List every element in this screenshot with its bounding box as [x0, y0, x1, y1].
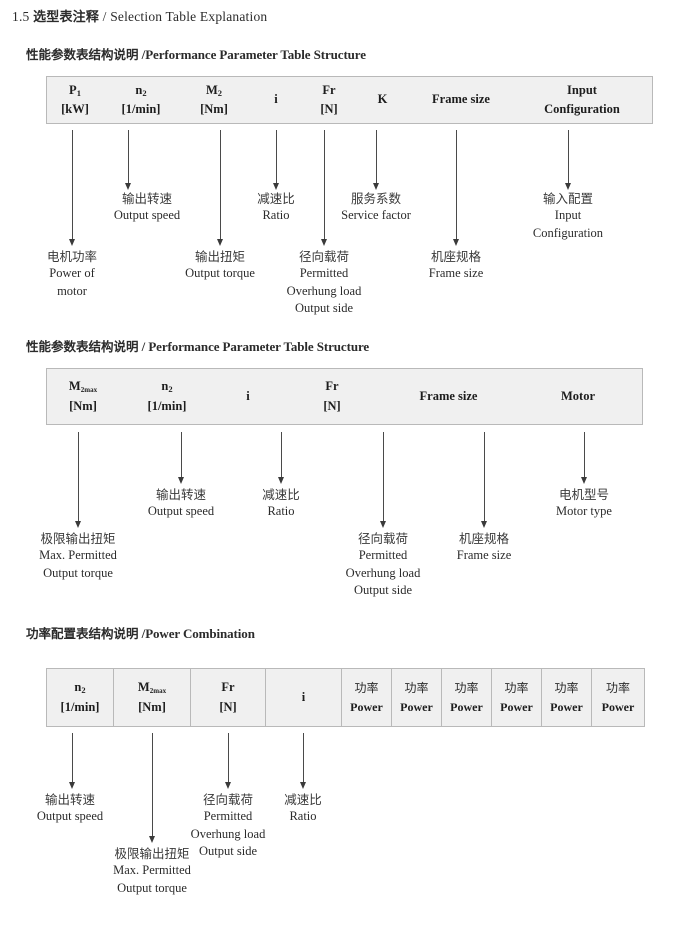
- table2-col-fr: Fr [N]: [323, 379, 341, 413]
- table1-col-frame-size: Frame size: [432, 92, 490, 107]
- annotation-ratio: 减速比 Ratio: [257, 191, 295, 223]
- table3-col-power-2: 功率 Power: [392, 669, 442, 726]
- section-2-heading-sep: /: [138, 339, 149, 354]
- table3-col-i: i: [266, 669, 342, 726]
- page-title-number: 1.5: [12, 9, 30, 24]
- arrow-down-icon: [277, 432, 286, 484]
- table3-col-power-1: 功率 Power: [342, 669, 392, 726]
- annotation-frame-size: 机座规格 Frame size: [428, 249, 484, 281]
- annotation-output-speed: 输出转速 Output speed: [147, 487, 215, 519]
- annotation-motor-type: 电机型号 Motor type: [556, 487, 612, 519]
- table1-col-n2: n2 [1/min]: [121, 82, 161, 116]
- table3-col-m2max: M2max [Nm]: [114, 669, 191, 726]
- table3-col-power-5: 功率 Power: [542, 669, 592, 726]
- performance-parameter-table-2: M2max [Nm] n2 [1/min] i Fr [N] Frame siz…: [46, 368, 643, 425]
- arrow-down-icon: [148, 733, 157, 843]
- table2-col-m2max: M2max [Nm]: [68, 379, 98, 413]
- table3-col-power-3: 功率 Power: [442, 669, 492, 726]
- arrow-down-icon: [224, 733, 233, 789]
- arrow-down-icon: [320, 130, 329, 246]
- annotation-max-permitted-output-torque: 极限输出扭矩 Max. Permitted Output torque: [113, 846, 191, 895]
- table1-col-i: i: [274, 92, 278, 107]
- section-1-heading-en: Performance Parameter Table Structure: [145, 47, 366, 62]
- arrow-down-icon: [216, 130, 225, 246]
- table2-col-i: i: [246, 388, 250, 403]
- annotation-output-speed: 输出转速 Output speed: [36, 792, 104, 824]
- table2-col-n2: n2 [1/min]: [147, 379, 187, 413]
- page-title-en: Selection Table Explanation: [110, 9, 268, 24]
- annotation-input-configuration: 输入配置 Input Configuration: [532, 191, 604, 240]
- table2-col-motor: Motor: [560, 388, 595, 403]
- arrow-down-icon: [124, 130, 133, 190]
- arrow-down-icon: [74, 432, 83, 528]
- section-2-heading-en: Performance Parameter Table Structure: [148, 339, 370, 354]
- table3-col-n2: n2 [1/min]: [47, 669, 114, 726]
- table1-col-k: K: [377, 92, 388, 107]
- arrow-down-icon: [299, 733, 308, 789]
- section-1-heading-cn: 性能参数表结构说明: [26, 47, 139, 62]
- arrow-down-icon: [452, 130, 461, 246]
- performance-parameter-table-1: P1 [kW] n2 [1/min] M2 [Nm] i Fr [N] K Fr…: [46, 76, 653, 124]
- section-3-heading-cn: 功率配置表结构说明: [26, 626, 139, 641]
- annotation-service-factor: 服务系数 Service factor: [341, 191, 411, 223]
- section-3-heading-sep: /: [138, 626, 146, 641]
- annotation-overhung-load: 径向载荷 Permitted Overhung load Output side: [286, 249, 362, 315]
- arrow-down-icon: [564, 130, 573, 190]
- section-3-heading: 功率配置表结构说明 /Power Combination: [26, 623, 255, 642]
- table2-col-frame-size: Frame size: [419, 388, 478, 403]
- annotation-ratio: 减速比 Ratio: [284, 792, 322, 824]
- arrow-down-icon: [68, 130, 77, 246]
- arrow-down-icon: [580, 432, 589, 484]
- table3-col-power-6: 功率 Power: [601, 680, 635, 714]
- table3-col-fr: Fr [N]: [191, 669, 266, 726]
- section-1-heading-sep: /: [138, 47, 146, 62]
- annotation-overhung-load: 径向载荷 Permitted Overhung load Output side: [345, 531, 421, 597]
- arrow-down-icon: [177, 432, 186, 484]
- table1-col-p1: P1 [kW]: [61, 82, 89, 116]
- table1-col-m2: M2 [Nm]: [200, 82, 228, 116]
- arrow-down-icon: [372, 130, 381, 190]
- arrow-down-icon: [68, 733, 77, 789]
- annotation-ratio: 减速比 Ratio: [262, 487, 300, 519]
- table3-col-power-4: 功率 Power: [492, 669, 542, 726]
- annotation-output-speed: 输出转速 Output speed: [113, 191, 181, 223]
- arrow-down-icon: [272, 130, 281, 190]
- annotation-power-of-motor: 电机功率 Power of motor: [46, 249, 98, 298]
- section-1-heading: 性能参数表结构说明 /Performance Parameter Table S…: [26, 44, 366, 63]
- section-3-heading-en: Power Combination: [145, 626, 255, 641]
- page-title: 1.5 选型表注释 / Selection Table Explanation: [12, 6, 267, 25]
- section-2-heading: 性能参数表结构说明 / Performance Parameter Table …: [26, 336, 369, 355]
- page-title-cn: 选型表注释: [33, 10, 100, 25]
- section-2-heading-cn: 性能参数表结构说明: [26, 339, 139, 354]
- annotation-overhung-load: 径向载荷 Permitted Overhung load Output side: [190, 792, 266, 858]
- power-combination-table: n2 [1/min] M2max [Nm] Fr [N] i 功率 Power …: [46, 668, 645, 727]
- table1-col-input-configuration: Input Configuration: [544, 82, 620, 116]
- page-title-separator: /: [99, 9, 111, 24]
- annotation-frame-size: 机座规格 Frame size: [456, 531, 512, 563]
- annotation-output-torque: 输出扭矩 Output torque: [185, 249, 255, 281]
- arrow-down-icon: [379, 432, 388, 528]
- arrow-down-icon: [480, 432, 489, 528]
- annotation-max-permitted-output-torque: 极限输出扭矩 Max. Permitted Output torque: [39, 531, 117, 580]
- table1-col-fr: Fr [N]: [320, 82, 338, 116]
